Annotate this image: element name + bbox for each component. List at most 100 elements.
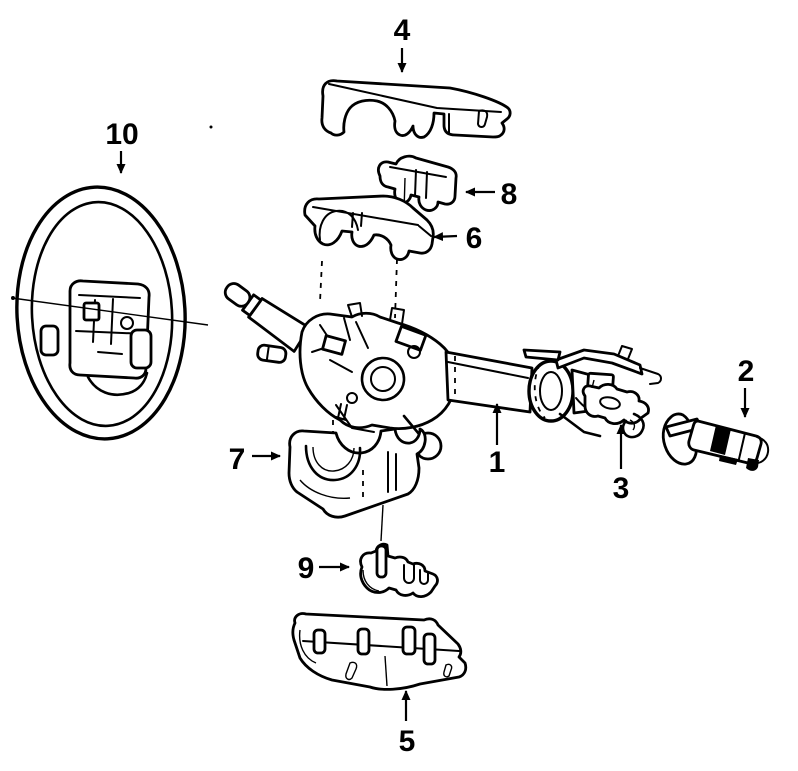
bracket-hook <box>639 367 662 385</box>
bracket-bar <box>522 348 562 362</box>
clamp-9-inner-curve <box>362 569 380 592</box>
wheel-hub <box>39 279 153 397</box>
centerline-dot <box>11 296 15 300</box>
upper-bracket-arm <box>554 348 644 376</box>
body-block <box>394 324 428 352</box>
callout-label-9: 9 <box>298 552 315 585</box>
cylinder-dark-band <box>710 425 731 455</box>
shroud-7-outline <box>287 427 427 519</box>
lower-flange <box>335 404 375 433</box>
lever-3-hook-inner <box>629 419 636 431</box>
callout-label-4: 4 <box>394 14 411 47</box>
cover-5-squiggle <box>443 663 453 678</box>
clamp-9-u-channel <box>403 564 415 584</box>
hub-detail-circle <box>120 316 134 330</box>
shaft-centerline <box>11 297 209 326</box>
hazard-knob <box>256 343 288 364</box>
cylinder-segment-line <box>738 432 746 460</box>
hub-detail-line <box>78 294 141 299</box>
hub-detail-line <box>110 298 114 345</box>
callout-numbers: 1 2 3 4 5 6 7 8 9 10 <box>105 14 754 758</box>
stray-speck <box>209 125 213 129</box>
body-tab <box>389 307 405 325</box>
callout-label-2: 2 <box>738 355 755 388</box>
bottom-cover-part-5 <box>291 612 468 691</box>
alignment-solid <box>380 504 384 542</box>
bracket-8-detail <box>425 171 428 199</box>
lower-stalk-stem <box>402 414 421 436</box>
shroud-6-edge <box>418 225 432 237</box>
shroud-6-fold <box>312 206 419 226</box>
cover-5-post <box>422 632 437 666</box>
shroud-7-bowl-outer <box>304 444 362 482</box>
clamp-9-u-channel <box>419 569 429 585</box>
top-cover-part <box>320 79 512 139</box>
bracket-8-detail <box>414 169 417 197</box>
column-assembly-part-1 <box>223 282 662 542</box>
lock-lever-part-3 <box>581 379 650 439</box>
ignition-ring-inner <box>370 366 396 392</box>
lever-3-link <box>591 379 595 389</box>
ignition-cylinder-part-2 <box>661 412 770 471</box>
knob-body <box>256 343 288 364</box>
body-block <box>321 334 347 356</box>
bearing-ring-inner <box>539 371 563 411</box>
body-tab <box>347 302 363 318</box>
lower-shroud-part-7 <box>287 427 427 519</box>
tube-shade-line <box>447 361 529 379</box>
leader-line-6 <box>433 232 458 242</box>
shroud-6-tick <box>351 212 354 228</box>
body-boss <box>407 345 421 359</box>
hub-detail-line <box>97 351 123 355</box>
upper-shroud-part-6 <box>303 194 435 319</box>
knob-band <box>265 344 270 362</box>
bracket-8-detail <box>389 166 447 178</box>
spoke-pad-right <box>129 328 153 370</box>
shroud-7-channel <box>387 451 397 493</box>
spoke-pad-left <box>39 324 60 357</box>
cap-notch <box>746 458 759 471</box>
hub-detail-block <box>82 301 101 322</box>
body-detail <box>355 321 369 349</box>
clamp-9-slot <box>375 544 388 579</box>
body-boss <box>346 392 358 404</box>
cover-5-outline <box>291 612 468 691</box>
wheel-rim-inner <box>30 200 174 428</box>
callout-leaders <box>116 48 750 721</box>
stalk-tip <box>223 282 252 308</box>
lever-3-outline <box>581 382 650 425</box>
lower-bracket-leg <box>558 412 602 438</box>
top-cover-hook-detail <box>477 109 489 128</box>
callout-label-8: 8 <box>501 178 518 211</box>
bearing-ring-outer <box>527 359 575 423</box>
lower-spoke-curve <box>86 371 149 397</box>
bolt-detail <box>335 403 348 421</box>
shroud-7-bottom-line <box>299 479 351 499</box>
body-detail <box>343 317 351 341</box>
callout-label-10: 10 <box>105 118 138 151</box>
cover-5-post <box>356 627 371 656</box>
cover-5-divider <box>384 655 388 687</box>
callout-label-7: 7 <box>229 443 246 476</box>
callout-label-6: 6 <box>466 222 483 255</box>
cover-5-squiggle <box>345 661 358 681</box>
steering-wheel-part <box>11 125 213 441</box>
cover-5-post <box>312 628 327 655</box>
shroud-6-outline <box>303 194 435 261</box>
turn-signal-stalk <box>223 282 311 353</box>
column-tube <box>444 350 534 414</box>
shroud-7-bowl-inner <box>312 446 355 472</box>
cover-5-post <box>401 625 417 656</box>
clamp-part-9 <box>359 542 439 599</box>
body-detail <box>329 359 353 373</box>
alignment-dash <box>319 260 323 303</box>
callout-label-1: 1 <box>489 446 506 479</box>
callout-label-5: 5 <box>399 725 416 758</box>
barrel-notch <box>719 455 738 465</box>
cover-5-inner-curve <box>298 629 317 664</box>
ignition-ring-outer <box>360 356 406 402</box>
callout-label-3: 3 <box>613 472 630 505</box>
top-cover-outline <box>320 79 512 139</box>
